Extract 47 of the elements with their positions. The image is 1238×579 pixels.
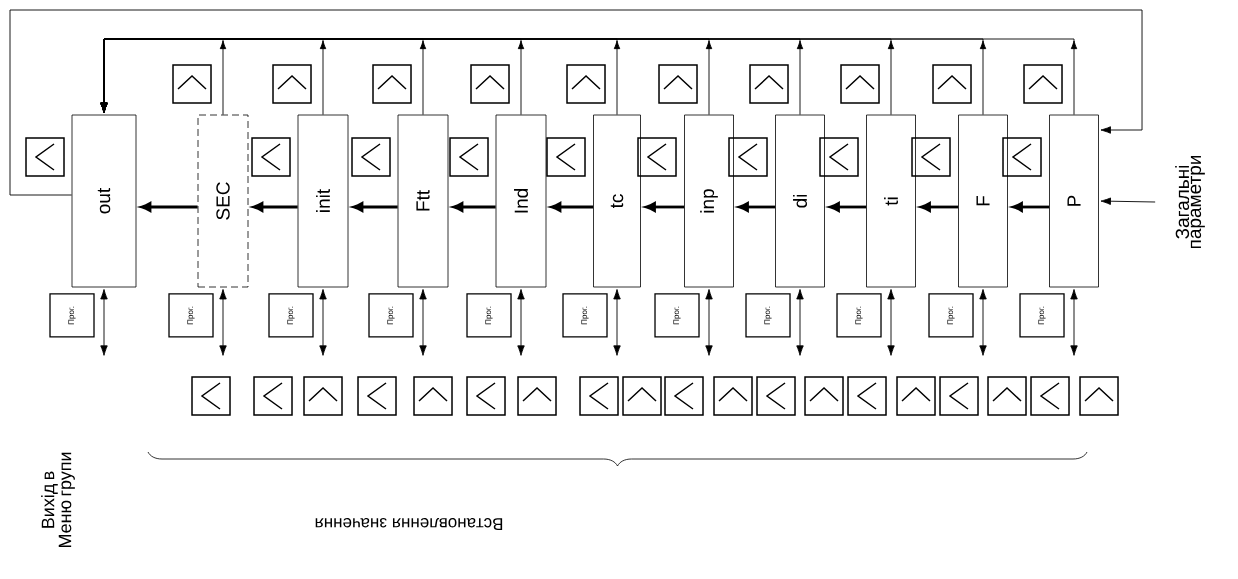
side-label: Вихід в Меню групи xyxy=(41,452,75,548)
edge-label: Прог. xyxy=(168,293,214,338)
arrow xyxy=(979,289,987,356)
edge-label: Прог. xyxy=(654,293,700,338)
arrow xyxy=(419,289,427,356)
arrow xyxy=(796,289,804,356)
arrow xyxy=(352,202,398,212)
edge-label: Прог. xyxy=(1019,293,1065,338)
arrow xyxy=(705,289,713,356)
input-label: Загальні параметри xyxy=(1175,155,1205,249)
function-box: di xyxy=(775,114,825,288)
arrow xyxy=(550,202,594,212)
arrow xyxy=(517,289,525,356)
edge-label: Прог. xyxy=(268,293,314,338)
function-box: init xyxy=(297,114,349,288)
function-box: F xyxy=(958,114,1008,288)
edge-label: Прог. xyxy=(928,293,974,338)
edge-label: Прог. xyxy=(745,293,791,338)
arrow xyxy=(1100,197,1156,205)
function-box: ti xyxy=(866,114,916,288)
arrow xyxy=(1070,289,1078,356)
function-box: Ftt xyxy=(397,114,449,288)
arrow xyxy=(219,289,227,356)
edge-label: Прог. xyxy=(368,293,414,338)
edge-label: Прог. xyxy=(562,293,608,338)
arrow xyxy=(828,202,867,212)
arrow xyxy=(1011,202,1050,212)
arrow xyxy=(919,202,959,212)
arrow xyxy=(452,202,496,212)
function-box: P xyxy=(1049,114,1099,288)
arrow xyxy=(887,289,895,356)
arrow xyxy=(613,289,621,356)
edge-label: Прог. xyxy=(49,293,95,338)
edge-label: Прог. xyxy=(466,293,512,338)
arrow xyxy=(140,202,198,212)
function-box: out xyxy=(71,114,137,288)
function-box: tc xyxy=(593,114,641,288)
arrow xyxy=(644,202,685,212)
function-box: inp xyxy=(684,114,734,288)
brace-label: Встановлення значення xyxy=(315,518,503,530)
arrow xyxy=(100,289,108,356)
function-box: Ind xyxy=(495,114,547,288)
arrow xyxy=(9,9,1143,196)
arrow xyxy=(737,202,776,212)
function-box: SEC xyxy=(197,114,249,288)
edge-label: Прог. xyxy=(836,293,882,338)
arrow xyxy=(319,289,327,356)
